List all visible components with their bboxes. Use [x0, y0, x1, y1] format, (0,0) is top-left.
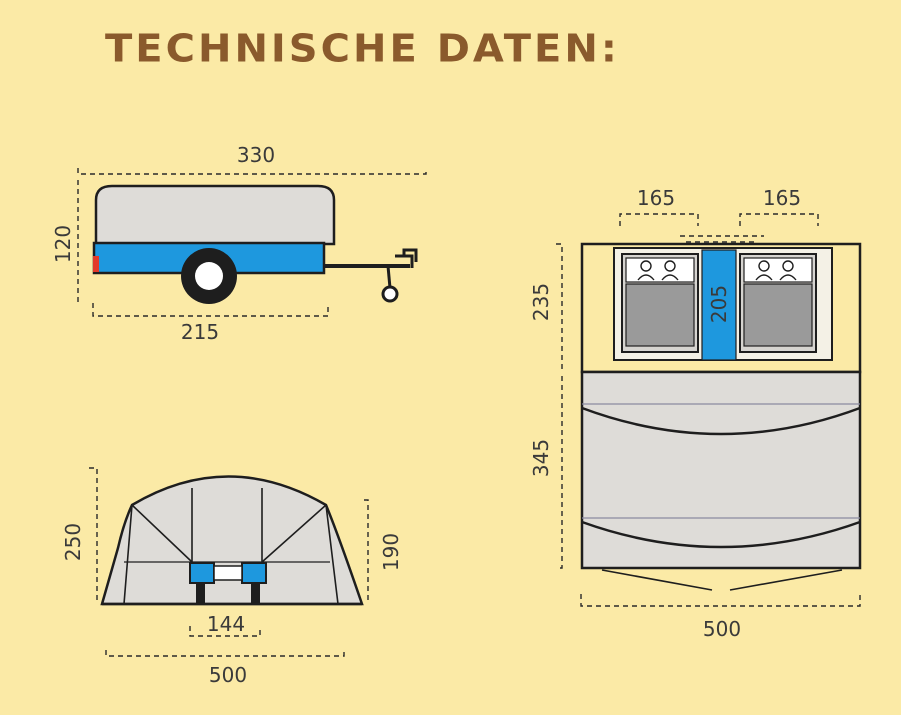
person-icon — [640, 260, 652, 272]
center-aisle — [701, 249, 737, 361]
entry-mark — [680, 235, 764, 243]
dim-line-height-outer — [89, 467, 98, 602]
tail-light — [93, 256, 99, 272]
entrance-flaps — [601, 569, 843, 591]
person-icon — [782, 260, 794, 272]
page-title: TECHNISCHE DATEN: — [105, 27, 620, 71]
label-bed-width-left: 165 — [637, 186, 675, 210]
dim-line-height-inner — [364, 499, 369, 602]
label-length-overall: 330 — [237, 143, 275, 167]
trailer-side-view: 330 120 215 — [51, 143, 427, 344]
bed-right-pillow — [743, 257, 813, 283]
bed-left-mattress — [625, 283, 695, 347]
living-curve-bottom — [581, 520, 861, 549]
tent-dome — [100, 475, 364, 606]
living-area — [580, 370, 862, 570]
dim-line-length-overall — [77, 168, 427, 175]
label-front-width: 500 — [209, 663, 247, 687]
person-icon-body — [661, 274, 679, 281]
label-top-width: 500 — [703, 617, 741, 641]
tent-top-view: 205 165 165 235 345 500 — [529, 186, 862, 641]
tent-side-seams — [123, 504, 339, 605]
tent-front-view: 250 190 144 500 — [61, 467, 403, 687]
wheel-hub — [195, 262, 223, 290]
dim-line-bed-right — [739, 213, 819, 226]
wheel-right — [251, 583, 260, 603]
dim-line-living-depth — [556, 376, 563, 569]
person-icon-body — [637, 274, 655, 281]
living-curve-top — [581, 406, 861, 436]
trailer-front-plate — [213, 565, 243, 581]
label-bedroom-depth: 235 — [529, 283, 553, 321]
bed-left-pillow — [625, 257, 695, 283]
jockey-wheel — [381, 285, 399, 303]
label-bed-length: 205 — [707, 285, 731, 323]
label-axle-width: 144 — [207, 612, 245, 636]
person-icon — [664, 260, 676, 272]
hitch-coupling — [395, 248, 418, 268]
tent-panel-lines — [191, 488, 263, 562]
label-height: 120 — [51, 225, 75, 263]
wheel-left — [196, 583, 205, 603]
label-height-outer: 250 — [61, 523, 85, 561]
trailer-cover — [94, 184, 336, 246]
label-bed-width-right: 165 — [763, 186, 801, 210]
dim-line-axle-width — [189, 626, 261, 637]
person-icon-body — [755, 274, 773, 281]
tent-roof-poles — [131, 504, 327, 563]
label-body-length: 215 — [181, 320, 219, 344]
person-icon — [758, 260, 770, 272]
dim-line-front-width — [105, 650, 345, 657]
trailer-front-left — [189, 562, 215, 584]
label-height-inner: 190 — [379, 533, 403, 571]
dim-line-bed-left — [619, 213, 699, 226]
jockey-stand — [386, 265, 392, 289]
dim-line-body-length — [92, 303, 329, 317]
person-icon-body — [779, 274, 797, 281]
label-living-depth: 345 — [529, 439, 553, 477]
dim-line-bedroom-depth — [556, 243, 563, 370]
bed-right-mattress — [743, 283, 813, 347]
trailer-front-right — [241, 562, 267, 584]
dim-line-top-width — [580, 594, 861, 607]
